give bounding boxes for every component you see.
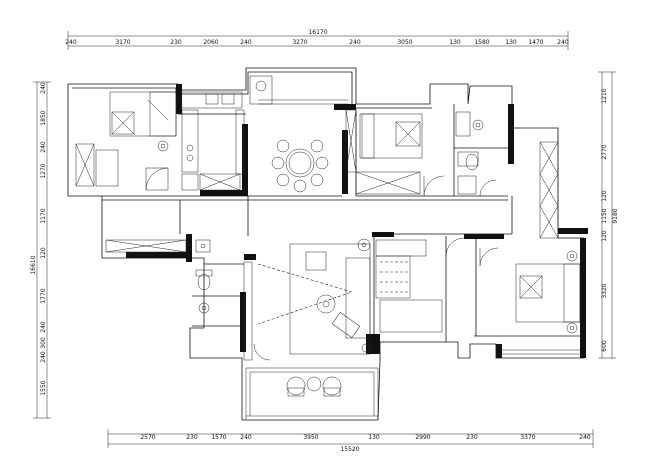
left-dim-0: 240	[40, 82, 47, 94]
bottom-dim-3: 240	[240, 434, 252, 441]
right-total-dim: 9180	[612, 208, 619, 223]
right-dim-3: 1150	[601, 208, 608, 223]
bottom-dim-4: 3950	[303, 434, 318, 441]
dining-area	[249, 75, 329, 193]
bedroom-top-left	[75, 91, 177, 191]
kitchen	[179, 91, 245, 191]
bedroom-right	[479, 247, 581, 334]
right-dim-1: 2770	[601, 144, 608, 159]
top-dim-5: 3270	[292, 39, 307, 46]
top-dim-12: 240	[557, 39, 569, 46]
balcony-railings	[245, 99, 580, 420]
left-dim-8: 300	[40, 337, 47, 349]
bottom-dim-6: 2990	[415, 434, 430, 441]
top-dimension-line: 16170 240 3170 230 2060 240 3270 240 305…	[65, 29, 569, 50]
bottom-dim-7: 230	[466, 434, 478, 441]
top-dim-2: 230	[170, 39, 182, 46]
top-dim-0: 240	[65, 39, 77, 46]
left-dim-3: 1270	[40, 163, 47, 178]
bottom-dim-2: 1570	[211, 434, 226, 441]
bottom-dim-9: 240	[579, 434, 591, 441]
left-dim-1: 1850	[40, 110, 47, 125]
bottom-total-dim: 15520	[340, 446, 359, 453]
top-dim-9: 1580	[474, 39, 489, 46]
right-dim-6: 600	[601, 340, 608, 352]
living-room	[243, 238, 371, 361]
bottom-dimension-line: 2570 230 1570 240 3950 130 2990 230 3370…	[107, 429, 594, 453]
top-dim-1: 3170	[115, 39, 130, 46]
top-dim-11: 1470	[528, 39, 543, 46]
right-dim-0: 1210	[601, 88, 608, 103]
right-dimension-line: 1210 2770 120 1150 120 3320 600 9180	[598, 71, 619, 359]
left-total-dim: 16610	[30, 255, 37, 274]
top-total-dim: 16170	[308, 29, 327, 36]
left-dim-6: 1770	[40, 288, 47, 303]
bottom-dim-5: 130	[368, 434, 380, 441]
bottom-dim-1: 230	[186, 434, 198, 441]
wardrobe-right	[539, 141, 559, 239]
right-dim-4: 120	[601, 230, 608, 242]
interior-partitions	[102, 104, 582, 342]
bathroom-top-right	[455, 111, 497, 197]
top-dim-7: 3050	[397, 39, 412, 46]
right-dim-2: 120	[601, 190, 608, 202]
top-dim-10: 130	[505, 39, 517, 46]
top-dim-8: 130	[449, 39, 461, 46]
bathroom-middle	[375, 237, 465, 333]
left-dim-10: 1550	[40, 380, 47, 395]
left-dim-7: 240	[40, 321, 47, 333]
left-dimension-line: 16610 240 1850 240 1270 1170 120 1770 24…	[30, 81, 51, 419]
bottom-dim-0: 2570	[140, 434, 155, 441]
left-dim-2: 240	[40, 141, 47, 153]
top-dim-6: 240	[349, 39, 361, 46]
left-dim-5: 120	[40, 247, 47, 259]
left-dim-4: 1170	[40, 208, 47, 223]
bathroom-left	[105, 239, 213, 314]
bedroom-top-middle	[345, 109, 445, 197]
thick-walls	[126, 84, 588, 358]
top-dim-4: 240	[240, 39, 252, 46]
left-dim-9: 240	[40, 351, 47, 363]
right-dim-5: 3320	[601, 283, 608, 298]
balcony-furniture	[286, 376, 342, 397]
bottom-dim-8: 3370	[520, 434, 535, 441]
top-dim-3: 2060	[203, 39, 218, 46]
